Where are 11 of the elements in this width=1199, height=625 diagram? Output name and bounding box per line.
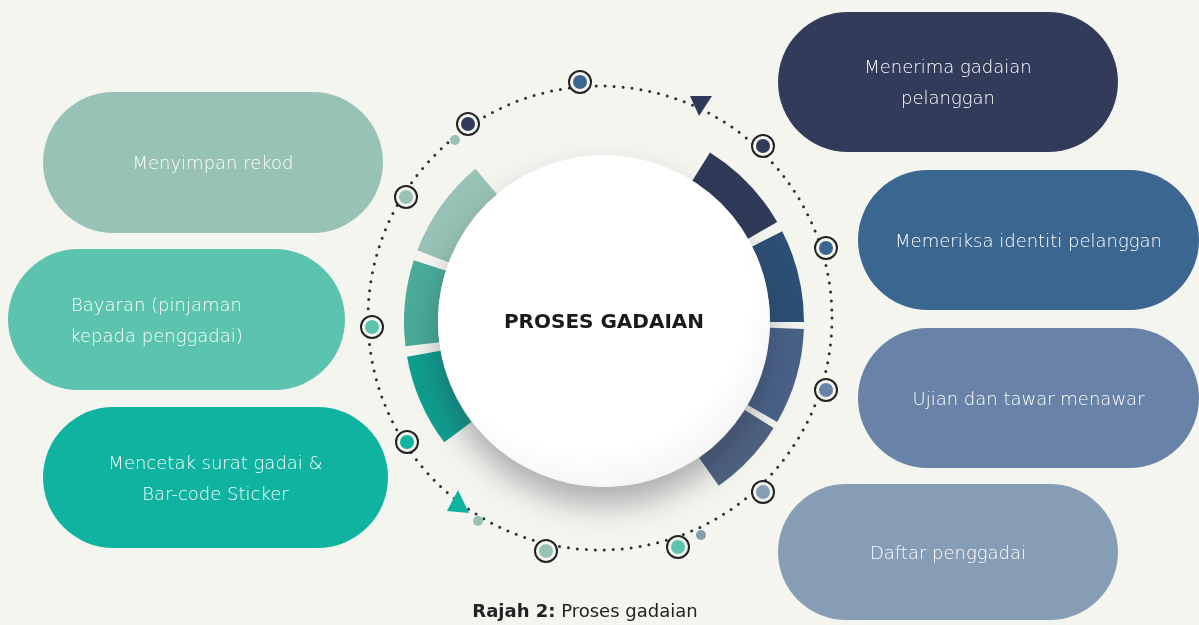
step-text: Bayaran (pinjaman kepada penggadai) <box>69 292 244 348</box>
step-text: Memeriksa identiti pelanggan <box>895 228 1162 253</box>
step-pill <box>858 170 1199 310</box>
step-pill <box>858 328 1199 468</box>
caption: Rajah 2: Proses gadaian <box>471 600 699 621</box>
step-text: Mencetak surat gadai & Bar-code Sticker <box>107 450 324 506</box>
step-text: Daftar penggadai <box>869 540 1027 565</box>
step-text: Menyimpan rekod <box>132 151 294 175</box>
step-text: Menerima gadaian pelanggan <box>863 55 1033 110</box>
step-text: Ujian dan tawar menawar <box>912 386 1145 411</box>
title-text: PROSES GADAIAN <box>503 309 705 333</box>
